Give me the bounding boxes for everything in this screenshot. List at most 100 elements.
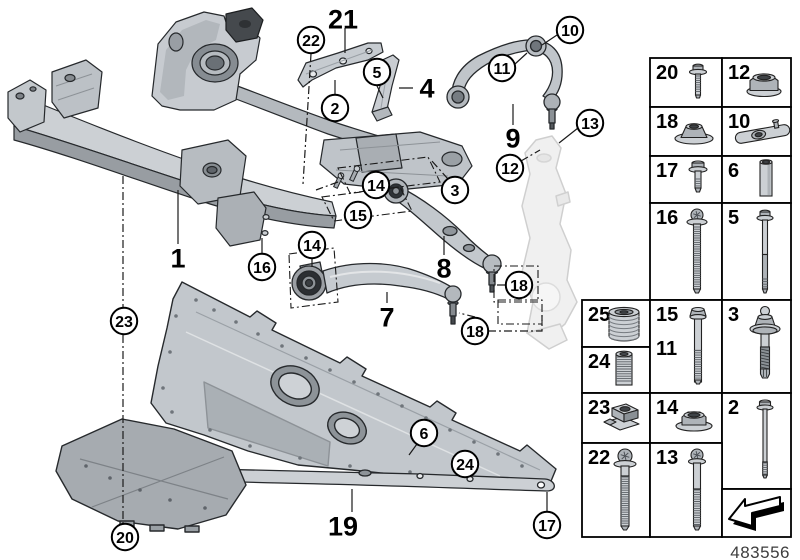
direction-arrow-icon (728, 496, 784, 531)
callout-24-25[interactable]: 24 (450, 449, 480, 479)
svg-text:24: 24 (456, 457, 474, 474)
part-cell-18[interactable]: 18 (649, 106, 723, 157)
short-bolt-icon (688, 160, 708, 193)
torx-washer-bolt-icon (613, 448, 637, 531)
callout-15-14[interactable]: 15 (343, 200, 373, 230)
part-cell-12[interactable]: 12 (721, 57, 792, 108)
svg-text:14: 14 (367, 178, 385, 195)
torx-flange-bolt-icon (687, 448, 707, 531)
part-cell-2[interactable]: 2 (721, 392, 792, 490)
svg-text:18: 18 (466, 324, 484, 341)
part-number-label: 13 (656, 447, 678, 469)
threaded-sleeve-icon (615, 350, 633, 386)
flange-nut-icon (675, 411, 713, 432)
svg-text:16: 16 (253, 260, 271, 277)
callout-12-11[interactable]: 12 (495, 153, 525, 183)
long-shank-bolt-icon (756, 209, 774, 294)
svg-text:14: 14 (303, 238, 321, 255)
part-cell-5[interactable]: 5 (721, 202, 792, 301)
plate-nut-icon (734, 119, 791, 144)
callout-18-19[interactable]: 18 (460, 316, 490, 346)
svg-text:18: 18 (510, 278, 528, 295)
spacer-sleeve-icon (759, 159, 773, 197)
rivet-holes (161, 298, 524, 482)
expansion-anchor-bolt-icon (749, 305, 781, 379)
part-number-label: 17 (656, 160, 678, 182)
callout-5-4[interactable]: 5 (362, 57, 392, 87)
callout-11-10[interactable]: 11 (487, 53, 517, 83)
callout-3-2[interactable]: 3 (440, 175, 470, 205)
part-number-label: 3 (728, 304, 739, 326)
callout-14-13[interactable]: 14 (361, 170, 391, 200)
callout-19-20[interactable]: 19 (328, 512, 358, 542)
part-cell-6[interactable]: 6 (721, 155, 792, 204)
svg-text:13: 13 (581, 116, 599, 133)
svg-text:2: 2 (331, 101, 340, 118)
svg-text:10: 10 (561, 23, 579, 40)
svg-text:15: 15 (349, 208, 367, 225)
svg-text:5: 5 (373, 65, 382, 82)
steering-knuckle-ghost (521, 135, 578, 350)
svg-text:23: 23 (115, 314, 133, 331)
engine-support-bracket (151, 7, 264, 111)
svg-text:6: 6 (420, 426, 429, 443)
figure-number: 483556 (730, 543, 790, 560)
callout-20-21[interactable]: 20 (110, 522, 140, 552)
callout-22-23[interactable]: 22 (296, 25, 326, 55)
part-cell-13[interactable]: 13 (649, 442, 723, 538)
svg-text:3: 3 (451, 183, 460, 200)
hex-bolt-washer-icon (688, 63, 708, 99)
part-number-label: 23 (588, 397, 610, 419)
callout-2-1[interactable]: 2 (320, 93, 350, 123)
part-cell-arrow[interactable] (721, 488, 792, 538)
callout-17-17[interactable]: 17 (532, 510, 562, 540)
part-number-label: 16 (656, 207, 678, 229)
part-cell-10[interactable]: 10 (721, 106, 792, 157)
part-number-label: 6 (728, 160, 739, 182)
callout-6-5[interactable]: 6 (409, 418, 439, 448)
part-cell-20[interactable]: 20 (649, 57, 723, 108)
part-number-label: 11 (656, 338, 677, 360)
part-cell-23[interactable]: 23 (581, 392, 651, 444)
thin-long-bolt-icon (756, 399, 774, 479)
tension-strut-arm (291, 261, 462, 325)
part-cell-17[interactable]: 17 (649, 155, 723, 204)
callout-8-7[interactable]: 8 (436, 254, 451, 284)
part-cell-3[interactable]: 3 (721, 299, 792, 394)
coil-thread-insert-icon (608, 306, 640, 342)
svg-text:11: 11 (494, 61, 511, 78)
callout-1-0[interactable]: 1 (170, 244, 185, 274)
callout-16-16[interactable]: 16 (247, 252, 277, 282)
part-cell-14[interactable]: 14 (649, 392, 723, 444)
callout-14-15[interactable]: 14 (297, 230, 327, 260)
callout-10-9[interactable]: 10 (555, 15, 585, 45)
part-cell-16[interactable]: 16 (649, 202, 723, 301)
callout-7-6[interactable]: 7 (379, 303, 394, 333)
svg-text:22: 22 (302, 33, 320, 50)
svg-text:17: 17 (538, 518, 556, 535)
callout-layer: 1234567891011121314151416171818192021222… (109, 5, 605, 552)
part-number-label: 24 (588, 351, 611, 373)
part-number-label: 15 (656, 304, 678, 326)
callout-23-24[interactable]: 23 (109, 306, 139, 336)
part-number-label: 10 (728, 111, 750, 133)
hex-head-bolt-icon (689, 306, 707, 385)
part-number-label: 2 (728, 397, 739, 419)
callout-4-3[interactable]: 4 (419, 74, 434, 104)
callout-21-22[interactable]: 21 (328, 5, 358, 35)
callout-18-18[interactable]: 18 (504, 270, 534, 300)
underbody-shield-panel (150, 281, 557, 488)
callout-13-12[interactable]: 13 (575, 108, 605, 138)
part-number-label: 20 (656, 62, 678, 84)
part-cell-25[interactable]: 25 (581, 299, 651, 348)
part-number-label: 18 (656, 111, 678, 133)
part-number-label: 5 (728, 207, 739, 229)
part-number-label: 25 (588, 304, 610, 326)
leader-lines (122, 28, 579, 523)
callout-9-8[interactable]: 9 (505, 124, 520, 154)
part-cell-22[interactable]: 22 (581, 442, 651, 538)
svg-text:12: 12 (501, 161, 519, 178)
part-cell-24[interactable]: 24 (581, 346, 651, 394)
